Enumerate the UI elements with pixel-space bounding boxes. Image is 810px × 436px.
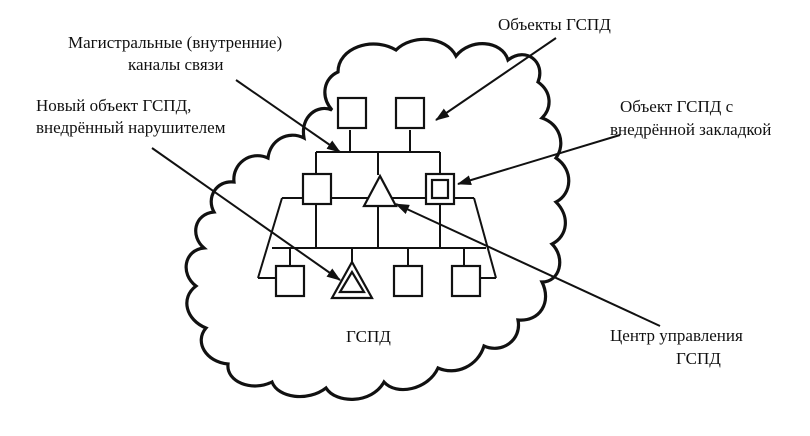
- label-trunk-channels-line2: каналы связи: [128, 55, 223, 74]
- arrow-control-center: [395, 203, 661, 327]
- gspd-object-node: [274, 264, 306, 298]
- label-control-center-line1: Центр управления: [610, 326, 743, 345]
- intruder-object-node: [330, 259, 374, 300]
- gspd-object-node: [450, 264, 482, 298]
- control-center-node: [362, 173, 398, 208]
- gspd-object-node: [301, 172, 333, 206]
- gspd-object-node: [392, 264, 424, 298]
- bookmarked-object-node: [424, 172, 456, 206]
- arrow-bookmark: [457, 134, 621, 186]
- label-trunk-channels-line1: Магистральные (внутренние): [68, 33, 282, 52]
- label-bookmark-object-line1: Объект ГСПД с: [620, 97, 734, 116]
- label-new-object-line1: Новый объект ГСПД,: [36, 96, 191, 115]
- arrow-trunk-channels: [235, 79, 341, 153]
- label-new-object-line2: внедрённый нарушителем: [36, 118, 226, 137]
- label-objects: Объекты ГСПД: [498, 15, 611, 34]
- gspd-object-node: [394, 96, 426, 130]
- label-bookmark-object-line2: внедрённой закладкой: [610, 120, 771, 139]
- arrow-objects: [435, 37, 557, 121]
- network-cloud: [184, 37, 571, 401]
- arrow-new-object: [151, 147, 341, 281]
- gspd-object-node: [336, 96, 368, 130]
- label-network: ГСПД: [346, 327, 391, 346]
- label-control-center-line2: ГСПД: [676, 349, 721, 368]
